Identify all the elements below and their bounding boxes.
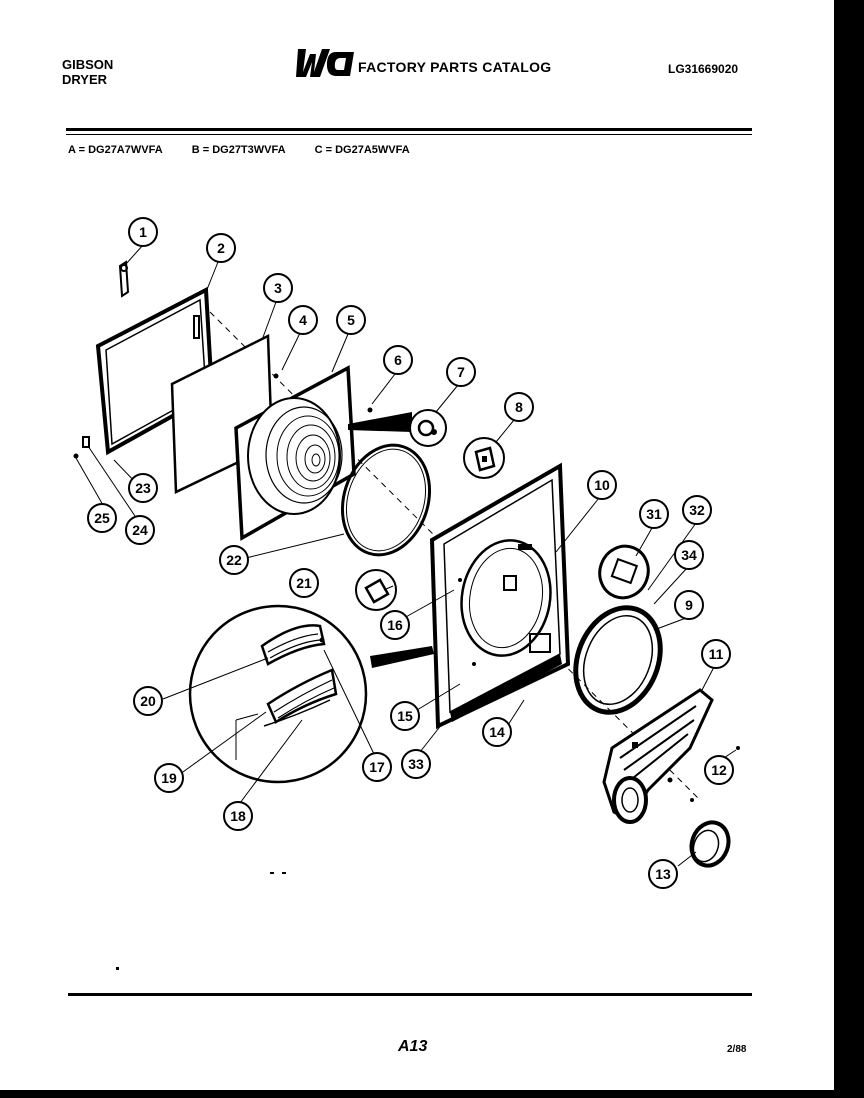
page-date: 2/88 <box>727 1044 747 1055</box>
callout-19: 19 <box>161 770 177 786</box>
part-5-inner-door <box>234 365 356 541</box>
header-rule-thick <box>66 128 752 131</box>
callout-34: 34 <box>681 547 697 563</box>
part-1-handle <box>118 260 130 298</box>
product-type: DRYER <box>62 72 108 87</box>
catalog-sheet: GIBSON DRYER FACTORY PARTS CATALOG LG316… <box>0 0 834 1090</box>
part-7-switch <box>348 409 447 447</box>
part-22-gasket <box>340 443 432 557</box>
callout-25: 25 <box>94 510 110 526</box>
model-a: A = DG27A7WVFA <box>68 144 163 156</box>
callout-8: 8 <box>515 399 523 415</box>
callout-2: 2 <box>217 240 225 256</box>
detail-magnifier <box>188 604 434 784</box>
callout-14: 14 <box>489 724 505 740</box>
callout-16: 16 <box>387 617 403 633</box>
callout-22: 22 <box>226 552 242 568</box>
callout-21: 21 <box>296 575 312 591</box>
callout-3: 3 <box>274 280 282 296</box>
catalog-title: FACTORY PARTS CATALOG <box>358 59 552 75</box>
callout-18: 18 <box>230 808 246 824</box>
part-6-fastener <box>367 407 373 413</box>
callout-33: 33 <box>408 756 424 772</box>
callout-bubbles <box>87 217 734 889</box>
callout-4: 4 <box>299 312 307 328</box>
callout-7: 7 <box>457 364 465 380</box>
callout-1: 1 <box>139 224 147 240</box>
part-31-sensor <box>598 544 650 600</box>
part-4-fastener <box>273 373 279 379</box>
callout-9: 9 <box>685 597 693 613</box>
part-9-ring-seal <box>573 605 663 715</box>
part-14-screw <box>690 798 694 802</box>
model-b: B = DG27T3WVFA <box>191 144 286 156</box>
callout-32: 32 <box>689 502 705 518</box>
callout-5: 5 <box>347 312 355 328</box>
brand-name: GIBSON <box>62 57 114 72</box>
page-code: A13 <box>398 1038 428 1055</box>
part-33-front-panel <box>429 462 571 730</box>
part-24-clip <box>82 436 90 448</box>
callout-13: 13 <box>655 866 671 882</box>
callout-17: 17 <box>369 759 385 775</box>
part-8-catch <box>463 437 505 479</box>
wci-logo <box>296 49 354 77</box>
leader-lines <box>75 244 737 867</box>
part-25-screw <box>73 453 79 459</box>
speck <box>282 872 286 874</box>
part-11-duct <box>602 688 714 824</box>
model-list: A = DG27A7WVFA B = DG27T3WVFA C = DG27A5… <box>68 144 436 156</box>
speck <box>116 967 119 970</box>
exploded-parts-diagram: 1 2 3 4 5 6 7 8 10 31 32 34 9 11 12 13 1… <box>73 217 740 970</box>
callout-31: 31 <box>646 506 662 522</box>
header-rule-thin <box>66 134 752 135</box>
callout-20: 20 <box>140 693 156 709</box>
callout-24: 24 <box>132 522 148 538</box>
callout-numbers: 1 2 3 4 5 6 7 8 10 31 32 34 9 11 12 13 1… <box>94 224 727 882</box>
speck <box>270 872 274 874</box>
model-c: C = DG27A5WVFA <box>314 144 410 156</box>
callout-15: 15 <box>397 708 413 724</box>
brand-block: GIBSON DRYER <box>62 57 113 87</box>
callout-23: 23 <box>135 480 151 496</box>
callout-10: 10 <box>594 477 610 493</box>
callout-12: 12 <box>711 762 727 778</box>
footer-rule-thick <box>68 993 752 996</box>
part-12-screw <box>736 746 740 750</box>
part-21-bracket <box>355 569 397 611</box>
callout-11: 11 <box>709 646 724 662</box>
callout-6: 6 <box>394 352 402 368</box>
catalog-number: LG31669020 <box>668 62 739 76</box>
part-13-ring <box>689 820 731 868</box>
